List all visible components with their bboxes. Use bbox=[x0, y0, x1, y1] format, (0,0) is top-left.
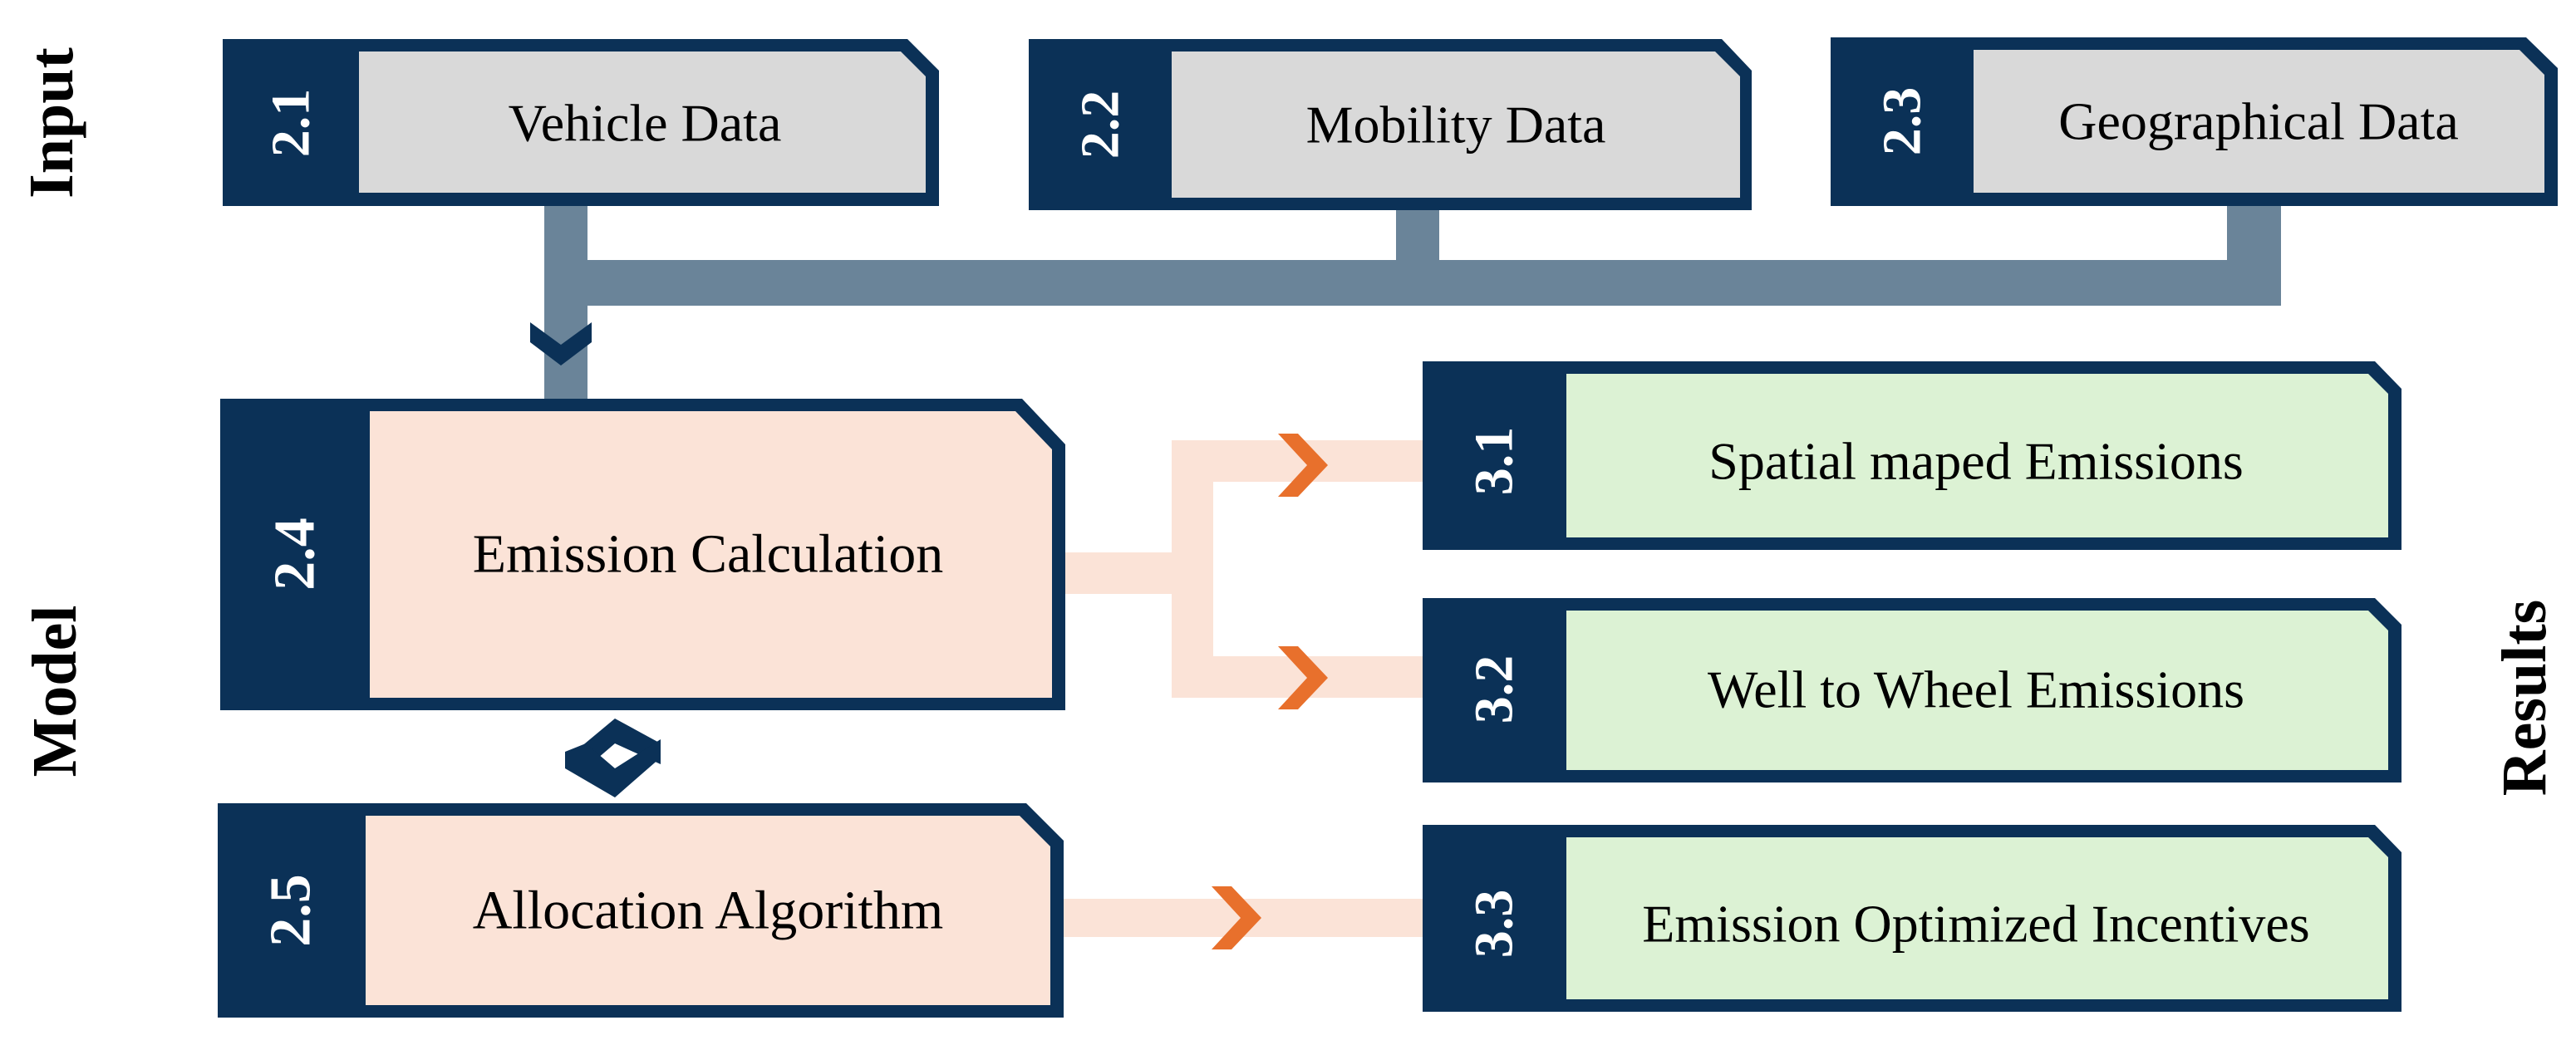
box-label: Emission Optimized Incentives bbox=[1642, 895, 2309, 954]
box-number: 2.2 bbox=[1070, 91, 1131, 159]
section-label-results: Results bbox=[2490, 600, 2559, 796]
box-label: Allocation Algorithm bbox=[473, 881, 943, 941]
chevron-right-icon bbox=[1212, 886, 1261, 949]
bidirectional-arrow-icon bbox=[565, 719, 661, 797]
result-box-spatial-maped-emissions: 3.1 Spatial maped Emissions bbox=[1423, 361, 2401, 550]
section-label-model: Model bbox=[20, 606, 90, 778]
input-drop-2-3 bbox=[2227, 204, 2281, 287]
box-fill bbox=[1566, 374, 2388, 537]
chevron-right-icon bbox=[1278, 434, 1328, 497]
input-box-geographical-data: 2.3 Geographical Data bbox=[1831, 37, 2558, 206]
model-box-emission-calculation: 2.4 Emission Calculation bbox=[220, 399, 1065, 710]
input-box-mobility-data: 2.2 Mobility Data bbox=[1029, 39, 1752, 210]
chevron-down-icon bbox=[530, 322, 592, 365]
box-number: 3.1 bbox=[1464, 427, 1525, 496]
model-to-results-connector bbox=[1055, 440, 1429, 937]
box-number: 2.5 bbox=[259, 874, 323, 947]
emission-branch-vertical bbox=[1172, 440, 1213, 698]
box-fill bbox=[1566, 837, 2388, 999]
chevron-right-icon bbox=[1278, 646, 1328, 709]
arrow-down-half-icon bbox=[565, 739, 661, 797]
box-label: Geographical Data bbox=[2058, 92, 2459, 151]
box-number: 2.3 bbox=[1872, 87, 1933, 156]
box-number: 2.4 bbox=[263, 518, 327, 591]
box-label: Vehicle Data bbox=[509, 94, 782, 153]
input-drop-2-2 bbox=[1396, 204, 1439, 287]
box-label: Mobility Data bbox=[1306, 96, 1606, 155]
input-connector bbox=[544, 204, 2281, 403]
input-box-vehicle-data: 2.1 Vehicle Data bbox=[223, 39, 939, 206]
box-fill bbox=[1172, 52, 1740, 198]
box-number: 2.1 bbox=[261, 89, 322, 158]
box-label: Emission Calculation bbox=[473, 524, 943, 585]
section-label-input: Input bbox=[17, 47, 86, 199]
box-fill bbox=[366, 816, 1050, 1005]
result-box-emission-optimized-incentives: 3.3 Emission Optimized Incentives bbox=[1423, 825, 2401, 1012]
box-number: 3.3 bbox=[1464, 890, 1525, 959]
box-fill bbox=[1974, 50, 2544, 193]
box-fill bbox=[359, 52, 926, 193]
model-box-allocation-algorithm: 2.5 Allocation Algorithm bbox=[218, 803, 1064, 1018]
box-label: Spatial maped Emissions bbox=[1708, 432, 2244, 491]
box-number: 3.2 bbox=[1464, 655, 1525, 724]
box-label: Well to Wheel Emissions bbox=[1708, 660, 2244, 719]
box-fill bbox=[370, 411, 1052, 698]
box-fill bbox=[1566, 611, 2388, 770]
result-box-well-to-wheel-emissions: 3.2 Well to Wheel Emissions bbox=[1423, 598, 2401, 782]
emission-branch-stem bbox=[1055, 552, 1180, 594]
